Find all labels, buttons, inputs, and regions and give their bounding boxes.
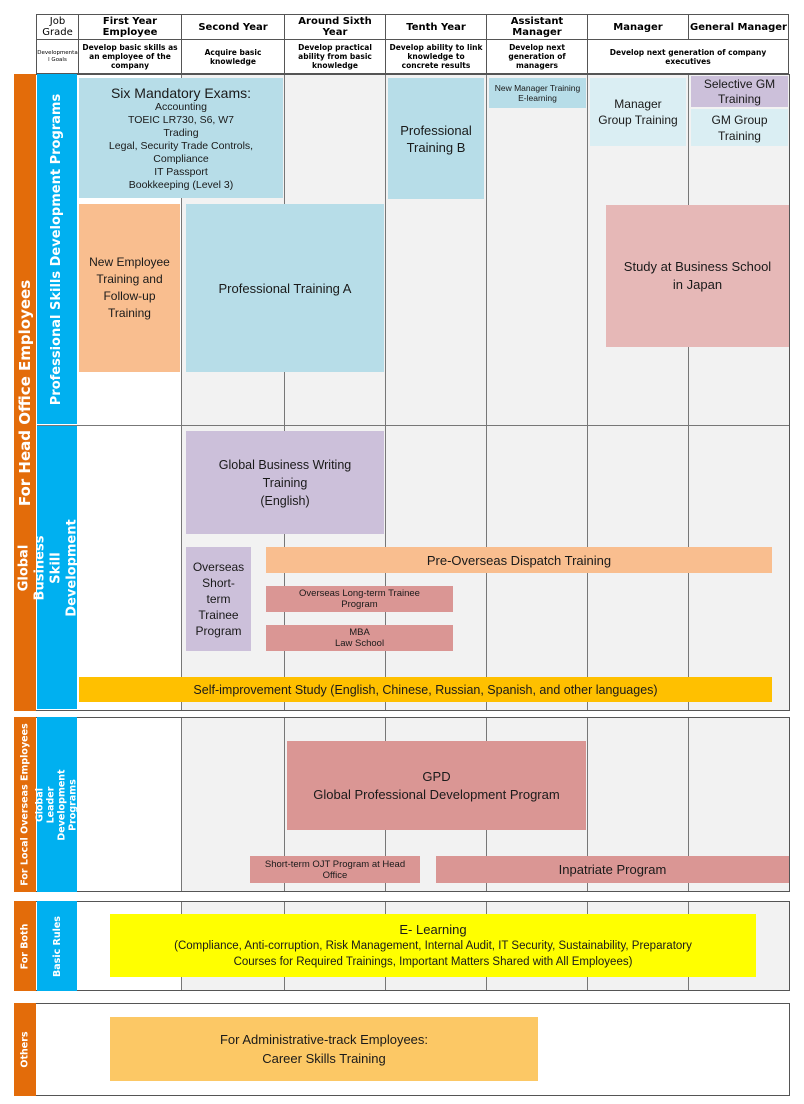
goal-first-year: Develop basic skills as an employee of t… bbox=[78, 40, 181, 74]
professional-training-a-box: Professional Training A bbox=[186, 204, 384, 372]
new-manager-training-box: New Manager Training E-learning bbox=[489, 78, 586, 108]
gpd-box: GPD Global Professional Development Prog… bbox=[287, 741, 586, 830]
selective-gm-training-box: Selective GM Training bbox=[691, 76, 788, 107]
business-school-box: Study at Business School in Japan bbox=[606, 205, 789, 347]
label-for-both: For Both bbox=[14, 901, 36, 991]
new-employee-training-box: New Employee Training and Follow-up Trai… bbox=[79, 204, 180, 372]
goal-manager-gm: Develop next generation of company execu… bbox=[587, 40, 789, 74]
header-sixth-year: Around Sixth Year bbox=[284, 14, 385, 40]
goal-assistant-manager: Develop next generation of managers bbox=[486, 40, 587, 74]
mba-law-school-box: MBA Law School bbox=[266, 625, 453, 651]
goal-dev-goals: Developmenta l Goals bbox=[36, 40, 78, 74]
label-local-overseas: For Local Overseas Employees bbox=[14, 717, 36, 892]
header-assistant-manager: Assistant Manager bbox=[486, 14, 587, 40]
manager-group-training-box: Manager Group Training bbox=[590, 78, 686, 146]
job-grade-label: Job Grade bbox=[42, 16, 73, 38]
header-manager: Manager bbox=[587, 14, 688, 40]
header-second-year: Second Year bbox=[181, 14, 284, 40]
goal-sixth-year: Develop practical ability from basic kno… bbox=[284, 40, 385, 74]
pre-overseas-dispatch-box: Pre-Overseas Dispatch Training bbox=[266, 547, 772, 573]
header-general-manager: General Manager bbox=[688, 14, 789, 40]
gm-group-training-box: GM Group Training bbox=[691, 109, 788, 146]
label-others: Others bbox=[14, 1003, 36, 1096]
label-global-business: Global Business Skill Development Traini… bbox=[17, 426, 96, 709]
goal-tenth-year: Develop ability to link knowledge to con… bbox=[385, 40, 486, 74]
six-mandatory-exams-box: Six Mandatory Exams: Accounting TOEIC LR… bbox=[79, 78, 283, 198]
admin-career-box: For Administrative-track Employees: Care… bbox=[110, 1017, 538, 1081]
self-improvement-box: Self-improvement Study (English, Chinese… bbox=[79, 677, 772, 702]
label-head-office: For Head Office Employees bbox=[14, 74, 36, 711]
label-global-leader: Global Leader Development Programs bbox=[35, 717, 79, 892]
short-term-ojt-box: Short-term OJT Program at Head Office bbox=[250, 856, 420, 883]
business-writing-box: Global Business Writing Training (Englis… bbox=[186, 431, 384, 534]
header-first-year: First Year Employee bbox=[78, 14, 181, 40]
label-professional-skills: Professional Skills Development Programs bbox=[37, 74, 77, 424]
e-learning-box: E- Learning (Compliance, Anti-corruption… bbox=[110, 914, 756, 977]
overseas-long-term-box: Overseas Long-term Trainee Program bbox=[266, 586, 453, 612]
header-job-grade: Job Grade bbox=[36, 14, 78, 40]
overseas-short-term-box: Overseas Short- term Trainee Program bbox=[186, 547, 251, 651]
label-basic-rules: Basic Rules bbox=[37, 901, 77, 991]
goal-second-year: Acquire basic knowledge bbox=[181, 40, 284, 74]
professional-training-b-box: Professional Training B bbox=[388, 78, 484, 199]
header-tenth-year: Tenth Year bbox=[385, 14, 486, 40]
inpatriate-box: Inpatriate Program bbox=[436, 856, 789, 883]
